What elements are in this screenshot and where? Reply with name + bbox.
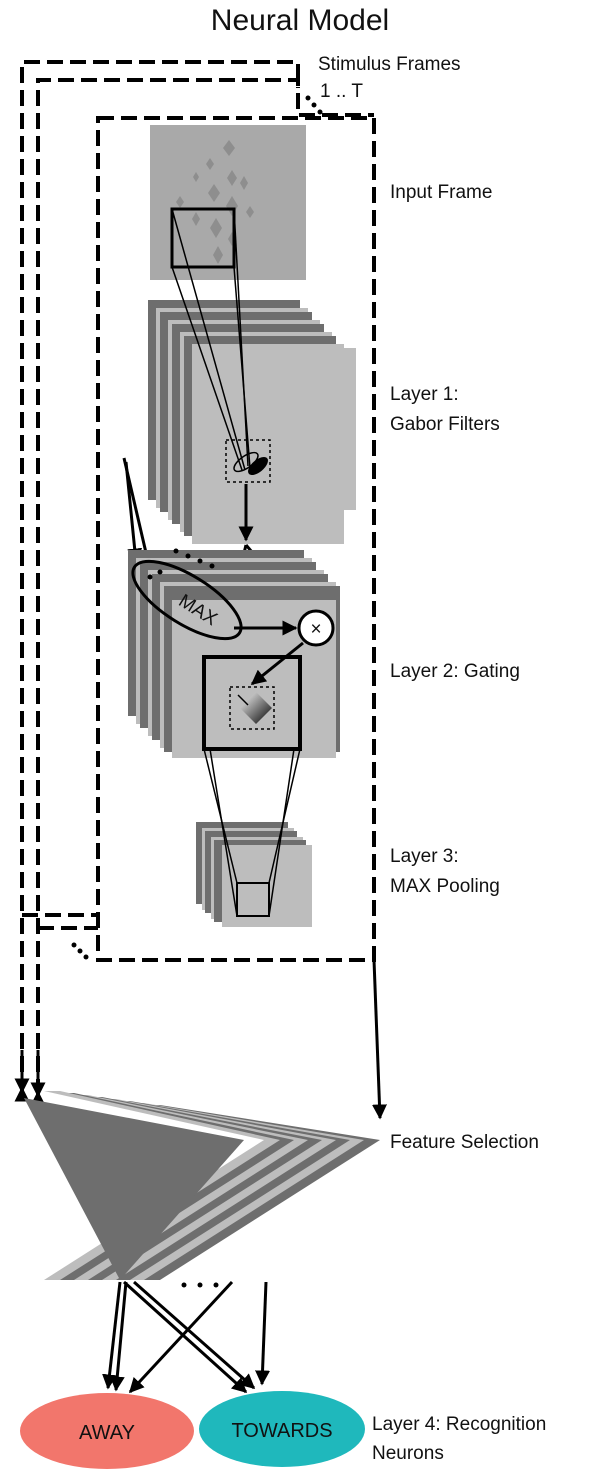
gated-cell [229, 686, 275, 730]
frames-ellipsis-top [305, 95, 323, 115]
feature-selection-label: Feature Selection [390, 1132, 539, 1153]
stimulus-frames-stack [20, 60, 376, 1095]
frame-outer-2 [36, 78, 374, 1095]
layer2-gating-stack [128, 550, 340, 758]
pooling-projection-lines [203, 748, 301, 917]
frame-outer-1 [20, 60, 300, 1095]
input-frame-label: Input Frame [390, 182, 492, 203]
gate-to-cell-arrow [250, 641, 304, 686]
frames-range-label: 1 .. T [320, 81, 363, 102]
diagram-title: Neural Model [211, 4, 389, 37]
gate-multiply-node [297, 609, 335, 647]
max-operator-oval [131, 559, 243, 641]
layer1-label-line1: Layer 1: [390, 384, 459, 405]
towards-label: TOWARDS [231, 1420, 332, 1442]
away-neuron [20, 1393, 194, 1469]
layer4-label-line2: Neurons [372, 1443, 444, 1464]
layer2-stack-ellipsis [147, 548, 215, 580]
layer1-gabor-stack [148, 300, 356, 544]
feature-selection-chevrons [24, 1091, 380, 1280]
input-projection-lines [171, 208, 251, 471]
left-arrowheads [14, 1050, 46, 1098]
frame-main [96, 116, 376, 962]
layer1-label-line2: Gabor Filters [390, 414, 500, 435]
stimulus-dots [176, 140, 254, 264]
away-label: AWAY [79, 1422, 135, 1444]
layer3-label-line2: MAX Pooling [390, 876, 500, 897]
towards-neuron [199, 1391, 365, 1467]
layer4-label-line1: Layer 4: Recognition [372, 1414, 546, 1435]
layer2-label: Layer 2: Gating [390, 661, 520, 682]
layer3-pooling-stack [196, 822, 312, 927]
feature-ellipsis [181, 1282, 219, 1288]
gate-multiply-symbol: × [310, 619, 321, 640]
gabor-cell [225, 439, 271, 483]
input-frame [150, 125, 306, 280]
gating-output-box [202, 655, 302, 751]
recognition-arrows [102, 1280, 271, 1394]
frames-ellipsis-bottom [71, 942, 89, 960]
stimulus-frames-label: Stimulus Frames [318, 54, 461, 75]
layer3-label-line1: Layer 3: [390, 846, 459, 867]
pooling-cell-box [236, 882, 270, 917]
receptive-field-box [170, 207, 236, 269]
